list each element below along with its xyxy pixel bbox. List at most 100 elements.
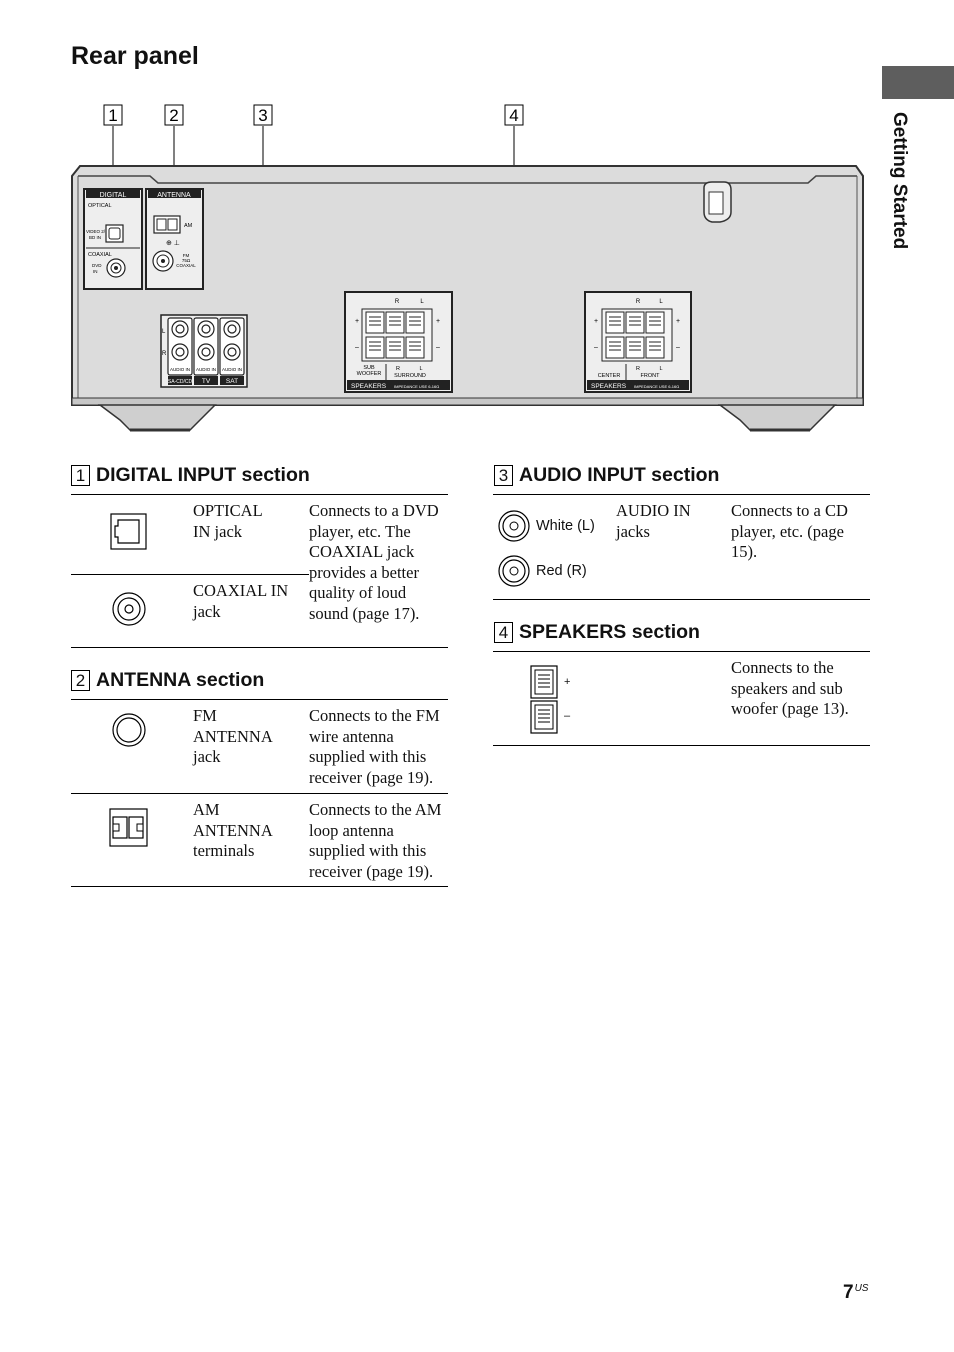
panel-source-sat: SAT: [226, 378, 238, 385]
panel-audio-in-block: L R AUDIO IN AUDIO IN AUDIO IN SA-CD/CD …: [160, 314, 248, 388]
audio-section-table: White (L) Red (R) AUDIO IN jacks Connect…: [493, 494, 870, 600]
speakers-section-heading: 4 SPEAKERS section: [494, 621, 700, 644]
callout-1: 1: [103, 104, 123, 126]
svg-text:IMPEDANCE USE 6-16Ω: IMPEDANCE USE 6-16Ω: [634, 384, 679, 389]
audio-in-description: Connects to a CD player, etc. (page 15).: [731, 501, 848, 561]
svg-text:L: L: [420, 299, 424, 305]
audio-section-number: 3: [494, 465, 513, 486]
speaker-minus-label: –: [564, 710, 571, 722]
callout-2-label: 2: [169, 106, 178, 125]
callout-4-label: 4: [509, 106, 518, 125]
panel-audio-in-label-3: AUDIO IN: [222, 367, 242, 372]
page-number-suffix: US: [854, 1283, 869, 1294]
audio-section-title: AUDIO INPUT section: [519, 464, 720, 486]
digital-section-title: DIGITAL INPUT section: [96, 464, 310, 486]
panel-optical-label: OPTICAL: [88, 203, 112, 209]
panel-audio-in-label-1: AUDIO IN: [170, 367, 190, 372]
svg-text:R: R: [395, 299, 400, 305]
am-antenna-terminal-icon: [109, 808, 148, 847]
red-audio-jack-icon: [498, 555, 530, 587]
side-tab-label: Getting Started: [889, 112, 910, 250]
page-number: 7US: [843, 1282, 868, 1304]
callout-1-label: 1: [108, 106, 117, 125]
red-jack-label: Red (R): [536, 563, 587, 579]
speaker-terminal-icon: [530, 665, 558, 734]
svg-text:+: +: [436, 318, 440, 325]
callout-3: 3: [253, 104, 273, 126]
svg-text:R: R: [396, 366, 400, 372]
digital-section-number: 1: [71, 465, 90, 486]
speakers-section-number: 4: [494, 622, 513, 643]
coaxial-jack-icon: [112, 592, 146, 626]
speakers-section-title: SPEAKERS section: [519, 621, 700, 643]
svg-text:SPEAKERS: SPEAKERS: [351, 383, 387, 390]
page-number-value: 7: [843, 1282, 854, 1303]
rear-panel-diagram: 1 2 3 4 DIGITAL O: [71, 104, 864, 432]
side-tab-marker: [882, 66, 954, 99]
panel-surround-label: SURROUND: [394, 373, 426, 379]
panel-center-label: CENTER: [598, 373, 621, 379]
svg-text:⊕ ⊥: ⊕ ⊥: [166, 240, 180, 247]
callout-3-label: 3: [258, 106, 267, 125]
white-audio-jack-icon: [498, 510, 530, 542]
digital-section-table: OPTICAL IN jack COAXIAL IN jack Connects…: [71, 494, 449, 648]
digital-section-heading: 1 DIGITAL INPUT section: [71, 464, 310, 487]
svg-text:IMPEDANCE USE 6-16Ω: IMPEDANCE USE 6-16Ω: [394, 384, 439, 389]
svg-text:–: –: [436, 344, 440, 351]
svg-text:–: –: [676, 344, 680, 351]
antenna-section-number: 2: [71, 670, 90, 691]
svg-text:+: +: [355, 318, 359, 325]
coaxial-jack-name: COAXIAL IN jack: [193, 581, 289, 621]
panel-source-tv: TV: [202, 378, 211, 385]
fm-antenna-description: Connects to the FM wire antenna supplied…: [309, 706, 440, 787]
panel-source-sacd: SA-CD/CD: [168, 379, 193, 385]
antenna-section-table: FM ANTENNA jack Connects to the FM wire …: [71, 699, 448, 887]
panel-antenna-header: ANTENNA: [157, 192, 191, 199]
callout-2: 2: [164, 104, 184, 126]
optical-jack-icon: [110, 513, 147, 550]
callout-4: 4: [504, 104, 524, 126]
panel-audio-in-label-2: AUDIO IN: [196, 367, 216, 372]
panel-speakers-right-block: R L + + – – CENTER R L FRONT SPEAKERS IM…: [584, 291, 692, 393]
antenna-row-am: AM ANTENNA terminals Connects to the AM …: [71, 793, 448, 886]
audio-section-heading: 3 AUDIO INPUT section: [494, 464, 719, 487]
audio-in-name: AUDIO IN jacks: [616, 501, 691, 541]
digital-row-coaxial: COAXIAL IN jack: [71, 574, 448, 647]
svg-text:R: R: [636, 299, 641, 305]
antenna-section-heading: 2 ANTENNA section: [71, 669, 264, 692]
antenna-row-fm: FM ANTENNA jack Connects to the FM wire …: [71, 700, 448, 793]
panel-audio-l-label: L: [162, 329, 166, 335]
panel-am-label: AM: [184, 223, 193, 229]
am-antenna-description: Connects to the AM loop antenna supplied…: [309, 800, 442, 881]
speakers-section-table: + – Connects to the speakers and sub woo…: [493, 651, 870, 746]
antenna-section-title: ANTENNA section: [96, 669, 265, 691]
am-antenna-name: AM ANTENNA terminals: [193, 800, 273, 860]
svg-text:–: –: [355, 344, 359, 351]
optical-jack-name: OPTICAL IN jack: [193, 501, 263, 541]
panel-video2-label: VIDEO 2/BD IN: [86, 229, 106, 240]
panel-audio-r-label: R: [162, 351, 167, 357]
svg-text:L: L: [419, 366, 422, 372]
fm-antenna-name: FM ANTENNA jack: [193, 706, 273, 766]
svg-text:+: +: [676, 318, 680, 325]
panel-digital-block: DIGITAL OPTICAL VIDEO 2/BD IN COAXIAL DV…: [83, 188, 143, 290]
panel-digital-header: DIGITAL: [100, 192, 127, 199]
speakers-description: Connects to the speakers and sub woofer …: [731, 658, 849, 718]
svg-text:–: –: [594, 344, 598, 351]
digital-row-optical: OPTICAL IN jack: [71, 495, 448, 574]
panel-coaxial-label: COAXIAL: [88, 252, 112, 258]
digital-description: Connects to a DVD player, etc. The COAXI…: [309, 501, 449, 624]
svg-text:L: L: [659, 366, 662, 372]
svg-text:R: R: [636, 366, 640, 372]
white-jack-label: White (L): [536, 518, 595, 534]
speaker-plus-label: +: [564, 676, 571, 688]
page-title: Rear panel: [71, 42, 199, 70]
panel-front-label: FRONT: [641, 373, 661, 379]
svg-text:L: L: [659, 299, 663, 305]
svg-text:+: +: [594, 318, 598, 325]
